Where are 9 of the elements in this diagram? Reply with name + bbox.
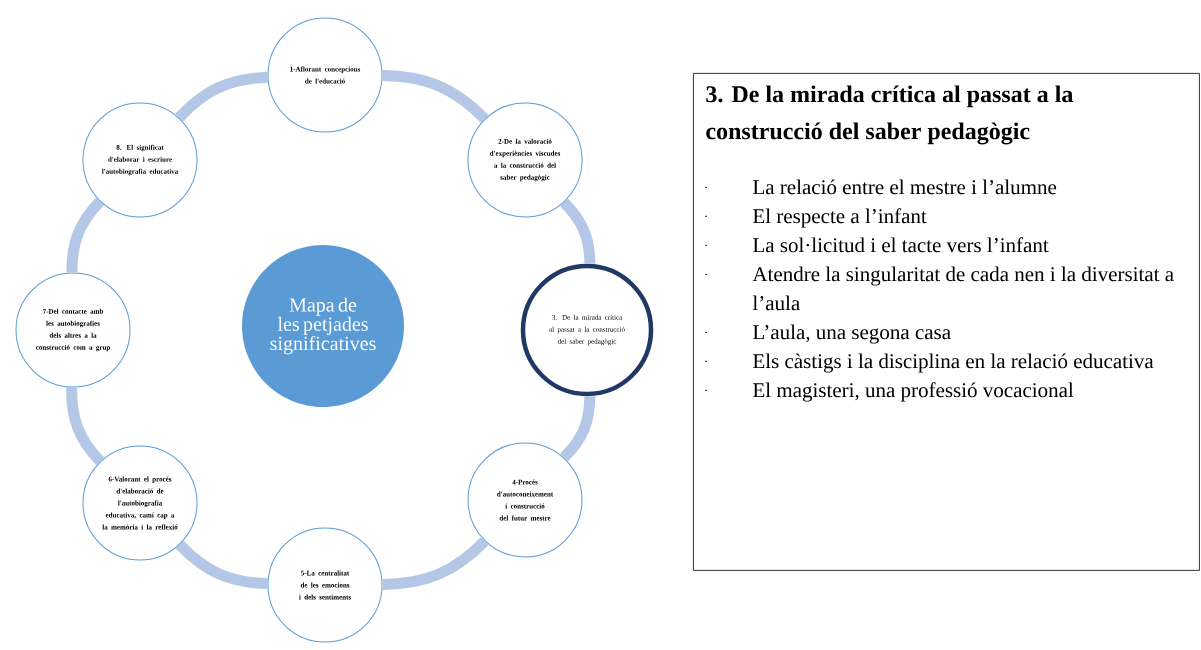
ring-arc: [175, 71, 268, 122]
ring-arc: [66, 197, 105, 273]
ring-arc: [559, 198, 596, 264]
ring-arc: [382, 537, 489, 590]
ring-arc: [382, 70, 489, 123]
ring-arc: [66, 387, 105, 466]
text-panel: 3. De la mirada crítica al passat a la construcció del saber pedagògic La relació entre el mestre i l’alumne El respecte a l’infant La sol·licitud i el tacte vers l’infant Atendre la singularitat de cada nen i la diversitat a l’aula L’aula, una segona casa Els càstigs i la disciplina en la relació educativa El magisteri, una professió vocacional: [693, 73, 1200, 571]
ring-arc: [559, 396, 596, 462]
ring-arc: [175, 540, 268, 590]
